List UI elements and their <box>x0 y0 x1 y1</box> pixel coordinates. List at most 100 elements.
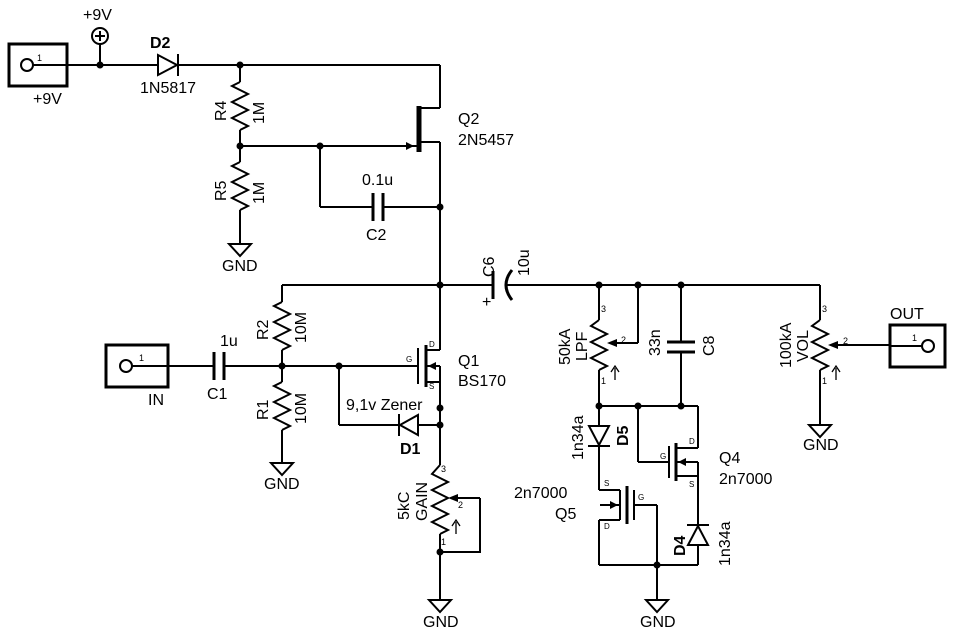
pin-2: 2 <box>843 336 848 346</box>
diode-d5: D5 1n34a <box>570 406 632 490</box>
pin-1: 1 <box>601 376 606 386</box>
pin-drain: D <box>604 522 610 531</box>
ground-symbol: GND <box>803 424 839 454</box>
pin-source: S <box>604 479 609 488</box>
zener-diode-d1: 9,1v Zener D1 <box>346 397 423 458</box>
pin-drain: D <box>429 340 435 349</box>
power-input-connector: 1 +9V <box>7 42 69 108</box>
lpf-ref: LPF <box>574 331 591 361</box>
gnd-label: GND <box>264 476 300 493</box>
d2-ref: D2 <box>150 35 171 52</box>
potentiometer-vol: 3 2 1 100kA VOL <box>778 285 890 425</box>
q5-value: 2n7000 <box>514 485 567 502</box>
c1-value: 1u <box>220 333 238 350</box>
gain-ref: GAIN <box>414 482 431 521</box>
lpf-value: 50kA <box>557 328 574 365</box>
q1-ref: Q1 <box>458 353 479 370</box>
pin-3: 3 <box>601 304 606 314</box>
q2-value: 2N5457 <box>458 132 514 149</box>
gnd-label: GND <box>423 614 459 631</box>
potentiometer-lpf: 3 2 1 50kA LPF <box>557 285 639 406</box>
junction-dot <box>653 561 661 569</box>
pin-gate: G <box>660 452 666 461</box>
r2-ref: R2 <box>255 319 272 340</box>
pin-1: 1 <box>441 537 446 547</box>
ground-symbol: GND <box>222 243 258 275</box>
c1-ref: C1 <box>207 386 228 403</box>
r1-value: 10M <box>293 393 310 424</box>
pin-2: 2 <box>621 335 626 345</box>
power-input-label: +9V <box>33 91 62 108</box>
r4-value: 1M <box>251 102 268 124</box>
diode-d4: D4 1n34a <box>672 521 734 566</box>
q4-ref: Q4 <box>719 450 740 467</box>
gnd-label: GND <box>803 437 839 454</box>
pin-3: 3 <box>822 304 827 314</box>
capacitor-c6: + C6 10u <box>481 249 533 311</box>
r5-ref: R5 <box>213 180 230 201</box>
d4-value: 1n34a <box>717 521 734 566</box>
vol-value: 100kA <box>778 322 795 368</box>
pin-gate: G <box>638 493 644 502</box>
gnd-label: GND <box>640 614 676 631</box>
signal-input-connector: 1 IN <box>104 343 170 409</box>
d4-ref: D4 <box>672 535 689 556</box>
d5-value: 1n34a <box>570 415 587 460</box>
resistor-r5: R5 1M <box>213 146 268 244</box>
r5-value: 1M <box>251 182 268 204</box>
d2-value: 1N5817 <box>140 80 196 97</box>
pin-source: S <box>429 382 434 391</box>
c6-ref: C6 <box>481 256 498 277</box>
c6-polarity: + <box>482 294 491 311</box>
q1-value: BS170 <box>458 373 506 390</box>
pin-gate: G <box>406 355 412 364</box>
q4-value: 2n7000 <box>719 471 772 488</box>
c8-value: 33n <box>647 329 664 356</box>
capacitor-c1: 1u C1 <box>207 333 238 403</box>
jfet-q2: Q2 2N5457 <box>406 106 514 152</box>
pin-drain: D <box>689 437 695 446</box>
c2-ref: C2 <box>366 227 387 244</box>
ground-symbol: GND <box>264 462 300 493</box>
resistor-r2: R2 10M <box>255 285 310 366</box>
d1-value: 9,1v Zener <box>346 397 423 414</box>
pin-2: 2 <box>458 500 463 510</box>
c6-value: 10u <box>516 249 533 276</box>
pin-number: 1 <box>37 53 42 63</box>
c8-ref: C8 <box>701 335 718 356</box>
gain-value: 5kC <box>396 492 413 520</box>
pin-number: 1 <box>912 333 917 343</box>
r1-ref: R1 <box>255 399 272 420</box>
capacitor-c8: 33n C8 <box>647 285 718 406</box>
mosfet-q1: G D S Q1 BS170 <box>406 340 506 391</box>
gnd-label: GND <box>222 258 258 275</box>
vol-ref: VOL <box>795 330 812 362</box>
q5-ref: Q5 <box>555 506 576 523</box>
resistor-r4: R4 1M <box>213 65 268 146</box>
mosfet-q4: G D S Q4 2n7000 <box>660 437 772 489</box>
ground-symbol: GND <box>423 599 459 631</box>
mosfet-q5: S G D 2n7000 Q5 <box>514 479 657 531</box>
junction-dot <box>436 404 444 412</box>
d1-ref: D1 <box>400 441 421 458</box>
power-symbol-label: +9V <box>83 7 112 24</box>
junction-dot <box>634 281 642 289</box>
pin-3: 3 <box>441 464 446 474</box>
power-symbol-plus9v: +9V <box>83 7 112 65</box>
c2-value: 0.1u <box>362 172 393 189</box>
pin-source: S <box>689 480 694 489</box>
pin-1: 1 <box>822 376 827 386</box>
ground-symbol: GND <box>640 599 676 631</box>
q2-ref: Q2 <box>458 111 479 128</box>
pin-number: 1 <box>139 353 144 363</box>
r4-ref: R4 <box>213 100 230 121</box>
junction-dot <box>436 548 444 556</box>
resistor-r1: R1 10M <box>255 366 310 463</box>
input-label: IN <box>148 392 164 409</box>
signal-output-connector: 1 OUT <box>888 306 947 369</box>
output-label: OUT <box>890 306 924 323</box>
r2-value: 10M <box>293 312 310 343</box>
d5-ref: D5 <box>615 425 632 446</box>
potentiometer-gain: 3 2 1 5kC GAIN <box>396 464 481 600</box>
